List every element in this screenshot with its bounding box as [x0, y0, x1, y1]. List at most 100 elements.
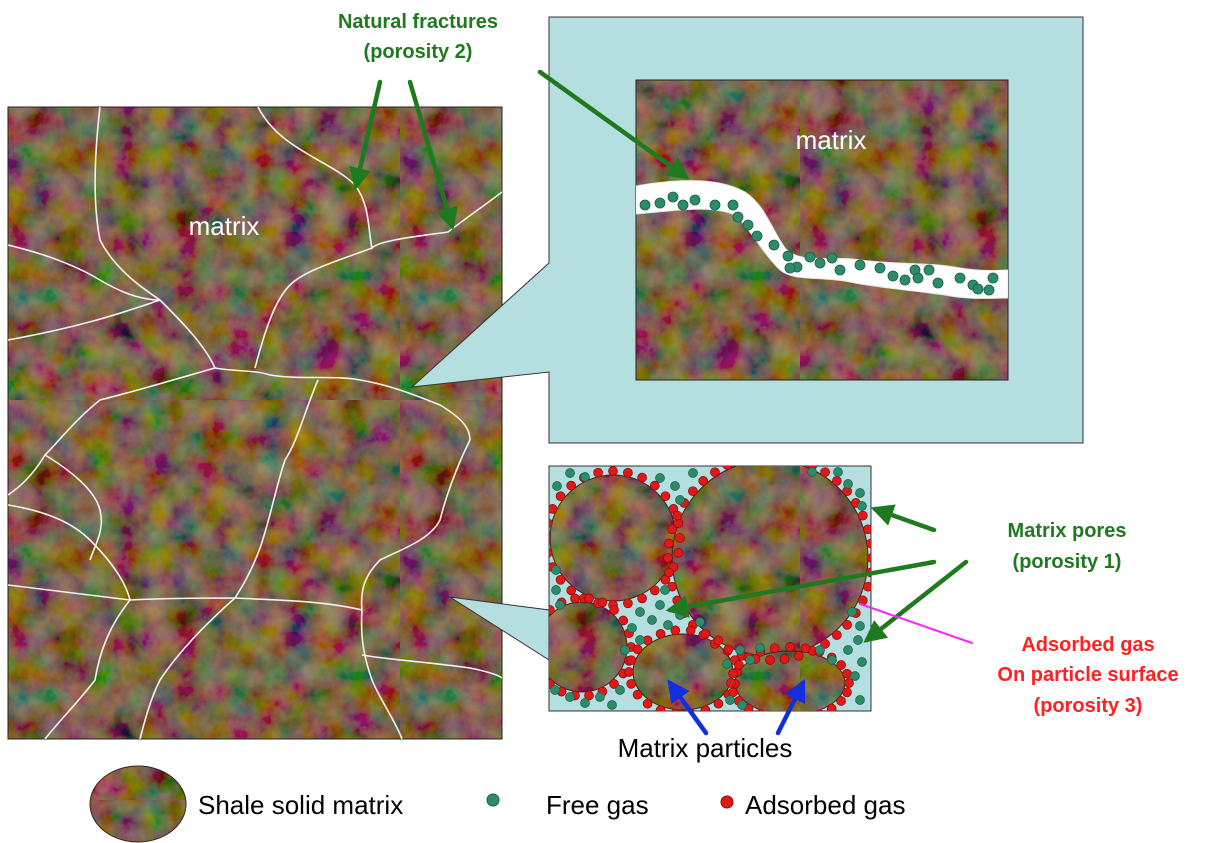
adsorbed-gas-molecule — [826, 703, 837, 711]
adsorbed-gas-molecule — [624, 667, 634, 677]
adsorbed-gas-molecule — [642, 698, 653, 709]
adsorbed-gas-molecule — [531, 656, 540, 665]
adsorbed-gas-molecule — [549, 548, 553, 558]
adsorbed-gas-molecule — [584, 593, 594, 604]
adsorbed-gas-molecule — [626, 678, 637, 689]
pores-label: Matrix pores (porosity 1) — [1008, 520, 1127, 573]
pore-arrow — [665, 559, 937, 618]
fractures-label-line1: Natural fractures — [338, 11, 498, 33]
pore-arrow — [870, 504, 937, 533]
adsorbed-gas-molecule — [664, 567, 674, 578]
adsorbed-gas-molecule — [831, 476, 842, 486]
adsorbed-gas-molecule — [867, 553, 871, 563]
adsorbed-gas-molecule — [728, 668, 738, 679]
adsorbed-label: Adsorbed gas On particle surface (porosi… — [997, 634, 1178, 717]
adsorbed-gas-molecule — [618, 615, 629, 626]
pore-free-gas-molecules — [550, 467, 867, 710]
adsorbed-gas-molecule — [549, 504, 558, 514]
adsorbed-gas-molecule — [664, 538, 674, 549]
fracture-arrow — [407, 79, 458, 231]
legend: Shale solid matrix Free gas Adsorbed gas — [89, 765, 905, 843]
pores-label-line2: (porosity 1) — [1013, 551, 1122, 573]
adsorbed-gas-molecule — [766, 452, 775, 461]
adsorbed-gas-molecule — [863, 581, 871, 592]
pore-arrow — [863, 559, 969, 643]
adsorbed-gas-molecule — [555, 491, 566, 502]
adsorbed-gas-molecule — [785, 642, 795, 652]
fractures-label-line2: (porosity 2) — [364, 41, 473, 63]
legend-solid-label: Shale solid matrix — [198, 790, 403, 820]
adsorbed-gas-molecule — [671, 708, 680, 711]
adsorbed-gas-molecule — [723, 644, 734, 655]
particle-arrow — [775, 678, 806, 736]
adsorbed-gas-molecule — [623, 598, 633, 609]
fracture-free-gas-molecules — [639, 191, 999, 296]
adsorbed-gas-molecule — [597, 597, 608, 608]
fracture-arrow — [537, 69, 690, 180]
matrix-particle — [549, 601, 628, 693]
adsorbed-gas-molecule — [831, 630, 842, 640]
adsorbed-gas-molecule — [863, 524, 871, 535]
legend-solid-swatch — [89, 765, 187, 843]
adsorbed-gas-molecule — [672, 510, 683, 521]
adsorbed-gas-molecule — [688, 486, 698, 497]
natural-fracture-network — [8, 107, 502, 739]
legend-free-gas-swatch — [486, 793, 500, 807]
adsorbed-gas-molecule — [857, 510, 868, 521]
adsorbed-gas-molecule — [608, 466, 618, 476]
adsorbed-gas-molecule — [632, 689, 643, 700]
annotation-arrows — [349, 69, 973, 736]
adsorbed-gas-molecule — [632, 644, 643, 655]
legend-free-gas-label: Free gas — [546, 790, 649, 820]
adsorbed-gas-molecule — [549, 518, 553, 528]
adsorbed-gas-molecule — [722, 466, 733, 471]
pores-label-line1: Matrix pores — [1008, 520, 1127, 542]
adsorbed-gas-molecule — [609, 679, 619, 689]
adsorbed-gas-molecule — [734, 660, 744, 670]
adsorbed-gas-molecule — [700, 705, 711, 711]
adsorbed-gas-molecule — [842, 687, 852, 698]
particle-arrow — [667, 679, 709, 736]
adsorbed-gas-molecule — [660, 491, 671, 502]
adsorbed-gas-molecule — [756, 709, 765, 711]
adsorbed-gas-molecule — [670, 625, 681, 636]
adsorbed-gas-molecule — [536, 669, 545, 678]
adsorbed-gas-molecule — [609, 605, 619, 615]
adsorbed-gas-molecule — [649, 585, 660, 596]
adsorbed-gas-molecule — [793, 651, 804, 661]
adsorbed-gas-molecule — [779, 654, 790, 664]
matrix-particle — [549, 474, 677, 602]
matrix-label-zoom: matrix — [796, 125, 867, 155]
adsorbed-gas-molecule — [842, 668, 852, 679]
adsorbed-gas-molecule — [842, 619, 852, 630]
adsorbed-gas-molecule — [700, 628, 711, 639]
adsorbed-gas-molecule — [820, 638, 830, 649]
shale-block-panel: matrix — [7, 106, 503, 740]
adsorbed-gas-molecule — [675, 533, 685, 543]
adsorbed-gas-molecule — [780, 453, 789, 462]
adsorbed-gas-molecule — [637, 472, 647, 483]
fracture-arrow — [349, 79, 383, 191]
adsorbed-gas-molecule — [713, 635, 724, 646]
adsorbed-label-line2: On particle surface — [997, 664, 1178, 686]
adsorbed-gas-molecule — [836, 660, 846, 670]
legend-adsorbed-swatch — [720, 795, 734, 809]
adsorbed-gas-molecule — [769, 643, 780, 654]
adsorbed-gas-molecule — [626, 655, 637, 666]
adsorbed-gas-molecule — [593, 467, 603, 478]
adsorbed-gas-molecule — [555, 574, 566, 585]
adsorbed-pointer — [859, 603, 973, 644]
adsorbed-gas-molecule — [685, 625, 696, 636]
adsorbed-gas-molecule — [584, 690, 594, 701]
adsorbed-label-line3: (porosity 3) — [1034, 695, 1143, 717]
adsorbed-gas-molecule — [667, 524, 677, 535]
fracture-zoom-callout: matrix — [410, 16, 1084, 444]
adsorbed-gas-molecule — [800, 643, 811, 654]
adsorbed-gas-molecule — [815, 709, 824, 711]
adsorbed-gas-molecule — [710, 467, 720, 478]
adsorbed-gas-molecule — [765, 655, 775, 665]
adsorbed-gas-molecule — [820, 467, 830, 478]
adsorbed-gas-molecule — [698, 476, 709, 486]
adsorbed-gas-molecule — [649, 480, 660, 491]
